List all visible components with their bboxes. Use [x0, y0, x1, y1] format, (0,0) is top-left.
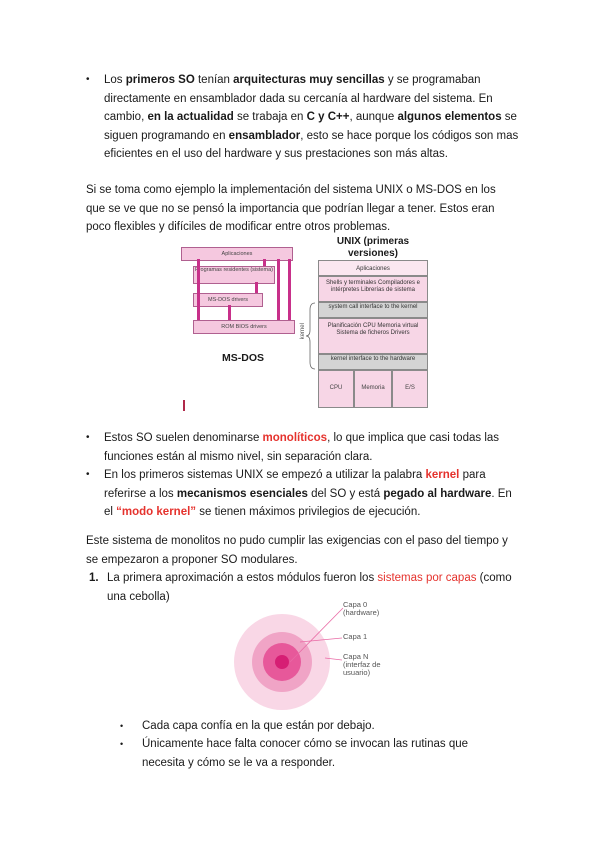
label-layer-0: Capa 0 (hardware)	[343, 600, 380, 617]
bold-run: pegado al hardware	[383, 487, 492, 500]
text-run: se siguen programando en	[104, 111, 517, 142]
unix-title: UNIX (primeras versiones)	[336, 236, 410, 259]
bold-run: arquitecturas muy sencillas	[233, 74, 385, 86]
item-number: 1.	[89, 572, 99, 584]
text-run: Estos SO suelen denominarse	[104, 432, 263, 444]
bullet-dot: •	[86, 432, 90, 443]
unix-row-shells: Shells y terminales Compiladores e intér…	[318, 276, 428, 302]
bullet-dot: •	[86, 469, 90, 480]
highlight-run: kernel	[425, 469, 460, 481]
text-run: , lo que implica que casi todas las func…	[104, 432, 500, 463]
kernel-brace	[306, 302, 316, 370]
layer-core	[275, 655, 289, 669]
unix-row-hw-interface: kernel interface to the hardware	[318, 354, 428, 370]
text-run: . En el	[104, 487, 512, 519]
unix-cell-memory: Memoria	[354, 370, 392, 408]
msdos-connector	[263, 259, 266, 266]
msdos-connector	[277, 259, 280, 320]
paragraph-modular: Este sistema de monolitos no pudo cumpli…	[86, 535, 508, 566]
bold-run: algunos elementos	[397, 111, 502, 123]
bullet-dot: •	[120, 721, 124, 731]
text-run: , aunque	[349, 111, 398, 123]
msdos-box-applications: Aplicaciones	[181, 247, 293, 261]
bullet-text: En los primeros sistemas UNIX se empezó …	[104, 466, 514, 522]
bold-run: mecanismos esenciales	[176, 487, 308, 500]
text-run: para referirse a los	[104, 469, 486, 500]
bullet-dot: •	[120, 739, 124, 749]
text-run: La primera aproximación a estos módulos …	[107, 572, 378, 584]
sub-bullet-text: Cada capa confía en la que están por deb…	[142, 720, 375, 732]
msdos-box-rom-bios: ROM BIOS drivers	[193, 320, 295, 334]
sub-bullet-text: Únicamente hace falta conocer cómo se in…	[142, 738, 469, 769]
bold-run: en la actualidad	[147, 111, 234, 123]
msdos-box-resident-programs: Programas residentes (sistema)	[193, 266, 275, 284]
text-run: se trabaja en	[233, 111, 307, 123]
msdos-connector	[197, 259, 200, 320]
msdos-connector	[288, 259, 291, 320]
paragraph-monolithic-intro: Si se toma como ejemplo la implementació…	[86, 184, 496, 233]
bold-run: primeros SO	[125, 74, 195, 86]
label-layer-1: Capa 1	[343, 632, 368, 641]
bullet-text: Los primeros SO tenían arquitecturas muy…	[104, 71, 524, 164]
bullet-dot: •	[86, 74, 90, 85]
text-run: tenían	[194, 74, 234, 86]
text-run: , esto se hace porque los códigos son ma…	[104, 129, 519, 161]
highlight-run: “modo kernel”	[116, 506, 197, 518]
onion-pointer-lines	[289, 607, 344, 663]
label-layer-n: Capa N (interfaz de usuario)	[343, 652, 381, 677]
text-run: y se programaban directamente en ensambl…	[104, 74, 493, 123]
highlight-run: sistemas por capas	[377, 572, 477, 584]
numbered-text: La primera aproximación a estos módulos …	[107, 569, 517, 606]
unix-row-kernel-services: Planificación CPU Memoria virtual Sistem…	[318, 318, 428, 354]
msdos-connector	[255, 282, 258, 293]
text-run: del SO y está	[307, 487, 384, 500]
highlight-run: monolíticos	[262, 432, 328, 444]
unix-cell-cpu: CPU	[318, 370, 354, 408]
bold-run: ensamblador	[228, 129, 301, 142]
text-run: (como una cebolla)	[107, 572, 512, 603]
text-run: se tienen máximos privilegios de ejecuci…	[196, 506, 421, 518]
kernel-label: kernel	[299, 323, 306, 340]
bold-run: C y C++	[306, 111, 350, 123]
caption-mark	[183, 400, 185, 411]
unix-row-applications: Aplicaciones	[318, 260, 428, 276]
msdos-title: MS-DOS	[222, 352, 264, 364]
unix-row-syscall-interface: system call interface to the kernel	[318, 302, 428, 318]
text-run: En los primeros sistemas UNIX se empezó …	[104, 469, 426, 481]
msdos-connector	[228, 305, 231, 320]
unix-cell-io: E/S	[392, 370, 428, 408]
text-run: Los	[104, 74, 126, 86]
bullet-text: Estos SO suelen denominarse monolíticos,…	[104, 429, 514, 466]
